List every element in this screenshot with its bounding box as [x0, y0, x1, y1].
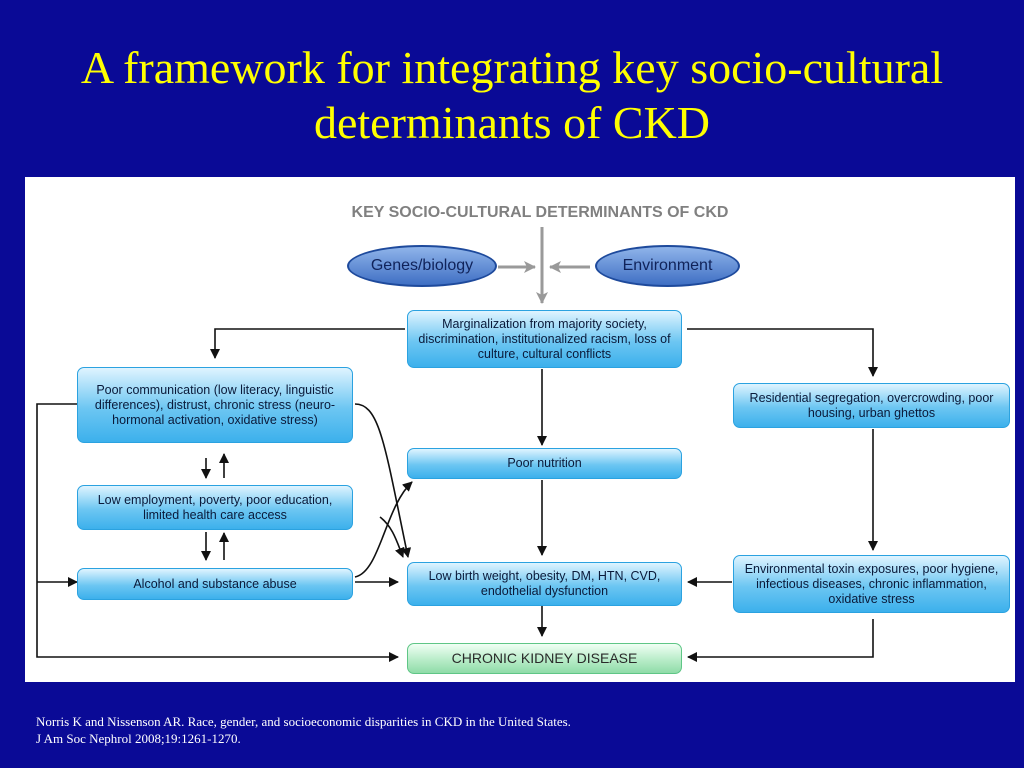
genes-biology-oval: Genes/biology: [347, 245, 497, 287]
ckd-box: CHRONIC KIDNEY DISEASE: [407, 643, 682, 674]
residential-segregation-box: Residential segregation, overcrowding, p…: [733, 383, 1010, 428]
alcohol-abuse-box: Alcohol and substance abuse: [77, 568, 353, 600]
poor-nutrition-box: Poor nutrition: [407, 448, 682, 479]
low-employment-box: Low employment, poverty, poor education,…: [77, 485, 353, 530]
connector-arrows: [36, 227, 878, 662]
low-birth-weight-box: Low birth weight, obesity, DM, HTN, CVD,…: [407, 562, 682, 606]
citation-line-1: Norris K and Nissenson AR. Race, gender,…: [36, 714, 571, 729]
environmental-toxin-box: Environmental toxin exposures, poor hygi…: [733, 555, 1010, 613]
slide-title: A framework for integrating key socio-cu…: [80, 42, 944, 149]
citation: Norris K and Nissenson AR. Race, gender,…: [36, 713, 571, 747]
citation-line-2: J Am Soc Nephrol 2008;19:1261-1270.: [36, 731, 241, 746]
environment-oval: Environment: [595, 245, 740, 287]
diagram-heading: KEY SOCIO-CULTURAL DETERMINANTS OF CKD: [351, 204, 729, 221]
marginalization-box: Marginalization from majority society, d…: [407, 310, 682, 368]
diagram-panel: KEY SOCIO-CULTURAL DETERMINANTS OF CKD G…: [25, 177, 1015, 682]
poor-communication-box: Poor communication (low literacy, lingui…: [77, 367, 353, 443]
